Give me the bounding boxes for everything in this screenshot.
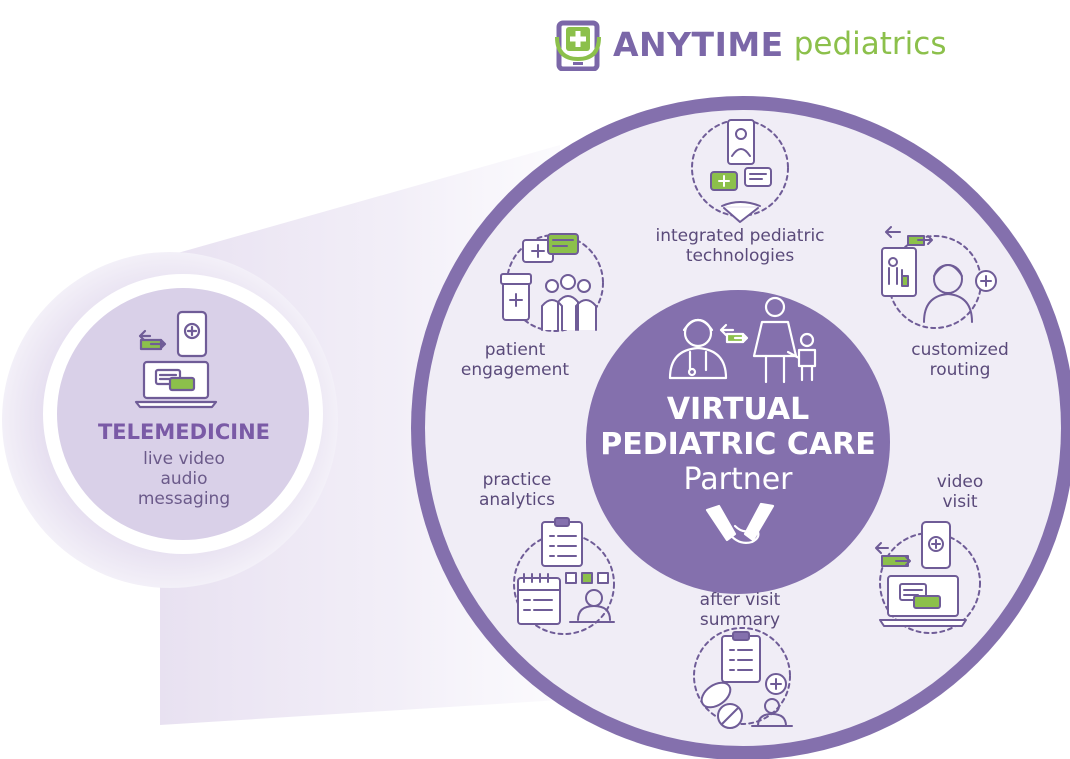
feature-label-routing: customized routing (895, 340, 1025, 380)
practice-analytics-icon (513, 517, 615, 635)
brand-name-light: pediatrics (793, 26, 947, 62)
feature-label-line: analytics (479, 490, 555, 510)
feature-label-line: practice (482, 470, 552, 490)
center-title-line1: VIRTUAL (666, 392, 810, 427)
telemedicine-line-live-video: live video (143, 449, 225, 469)
telemedicine-title: TELEMEDICINE (97, 420, 271, 444)
feature-label-line: summary (699, 610, 781, 630)
video-visit-icon (875, 521, 981, 634)
feature-label-after-visit: after visit summary (670, 590, 810, 630)
feature-label-line: visit (942, 492, 978, 512)
feature-label-line: integrated pediatric (655, 226, 825, 246)
telemedicine-line-audio: audio (160, 469, 208, 489)
feature-label-analytics: practice analytics (462, 470, 572, 510)
feature-label-line: routing (929, 360, 991, 380)
feature-label-line: after visit (699, 590, 781, 610)
feature-label-line: patient (484, 340, 546, 360)
center-title-line2: PEDIATRIC CARE (600, 427, 876, 462)
feature-label-line: engagement (460, 360, 570, 380)
feature-label-line: customized (911, 340, 1009, 360)
center-subtitle: Partner (683, 462, 793, 497)
customized-routing-icon (881, 226, 997, 329)
telemedicine-circle (57, 288, 309, 540)
feature-label-line: video (936, 472, 984, 492)
brand-name-bold: ANYTIME (613, 24, 784, 64)
feature-label-engagement: patient engagement (455, 340, 575, 380)
feature-label-video: video visit (910, 472, 1010, 512)
telemedicine-line-messaging: messaging (137, 489, 231, 509)
after-visit-summary-icon (693, 627, 793, 729)
feature-label-integrated: integrated pediatric technologies (640, 226, 840, 266)
patient-engagement-icon (500, 233, 604, 332)
doctor-family-icon (668, 296, 817, 384)
telemedicine-device-icon (134, 310, 218, 409)
brand-logo: ANYTIME pediatrics (553, 16, 946, 72)
feature-label-line: technologies (685, 246, 795, 266)
tablet-plus-logo-icon (555, 20, 601, 71)
integrated-technologies-icon (691, 119, 789, 223)
handshake-icon (705, 502, 775, 544)
